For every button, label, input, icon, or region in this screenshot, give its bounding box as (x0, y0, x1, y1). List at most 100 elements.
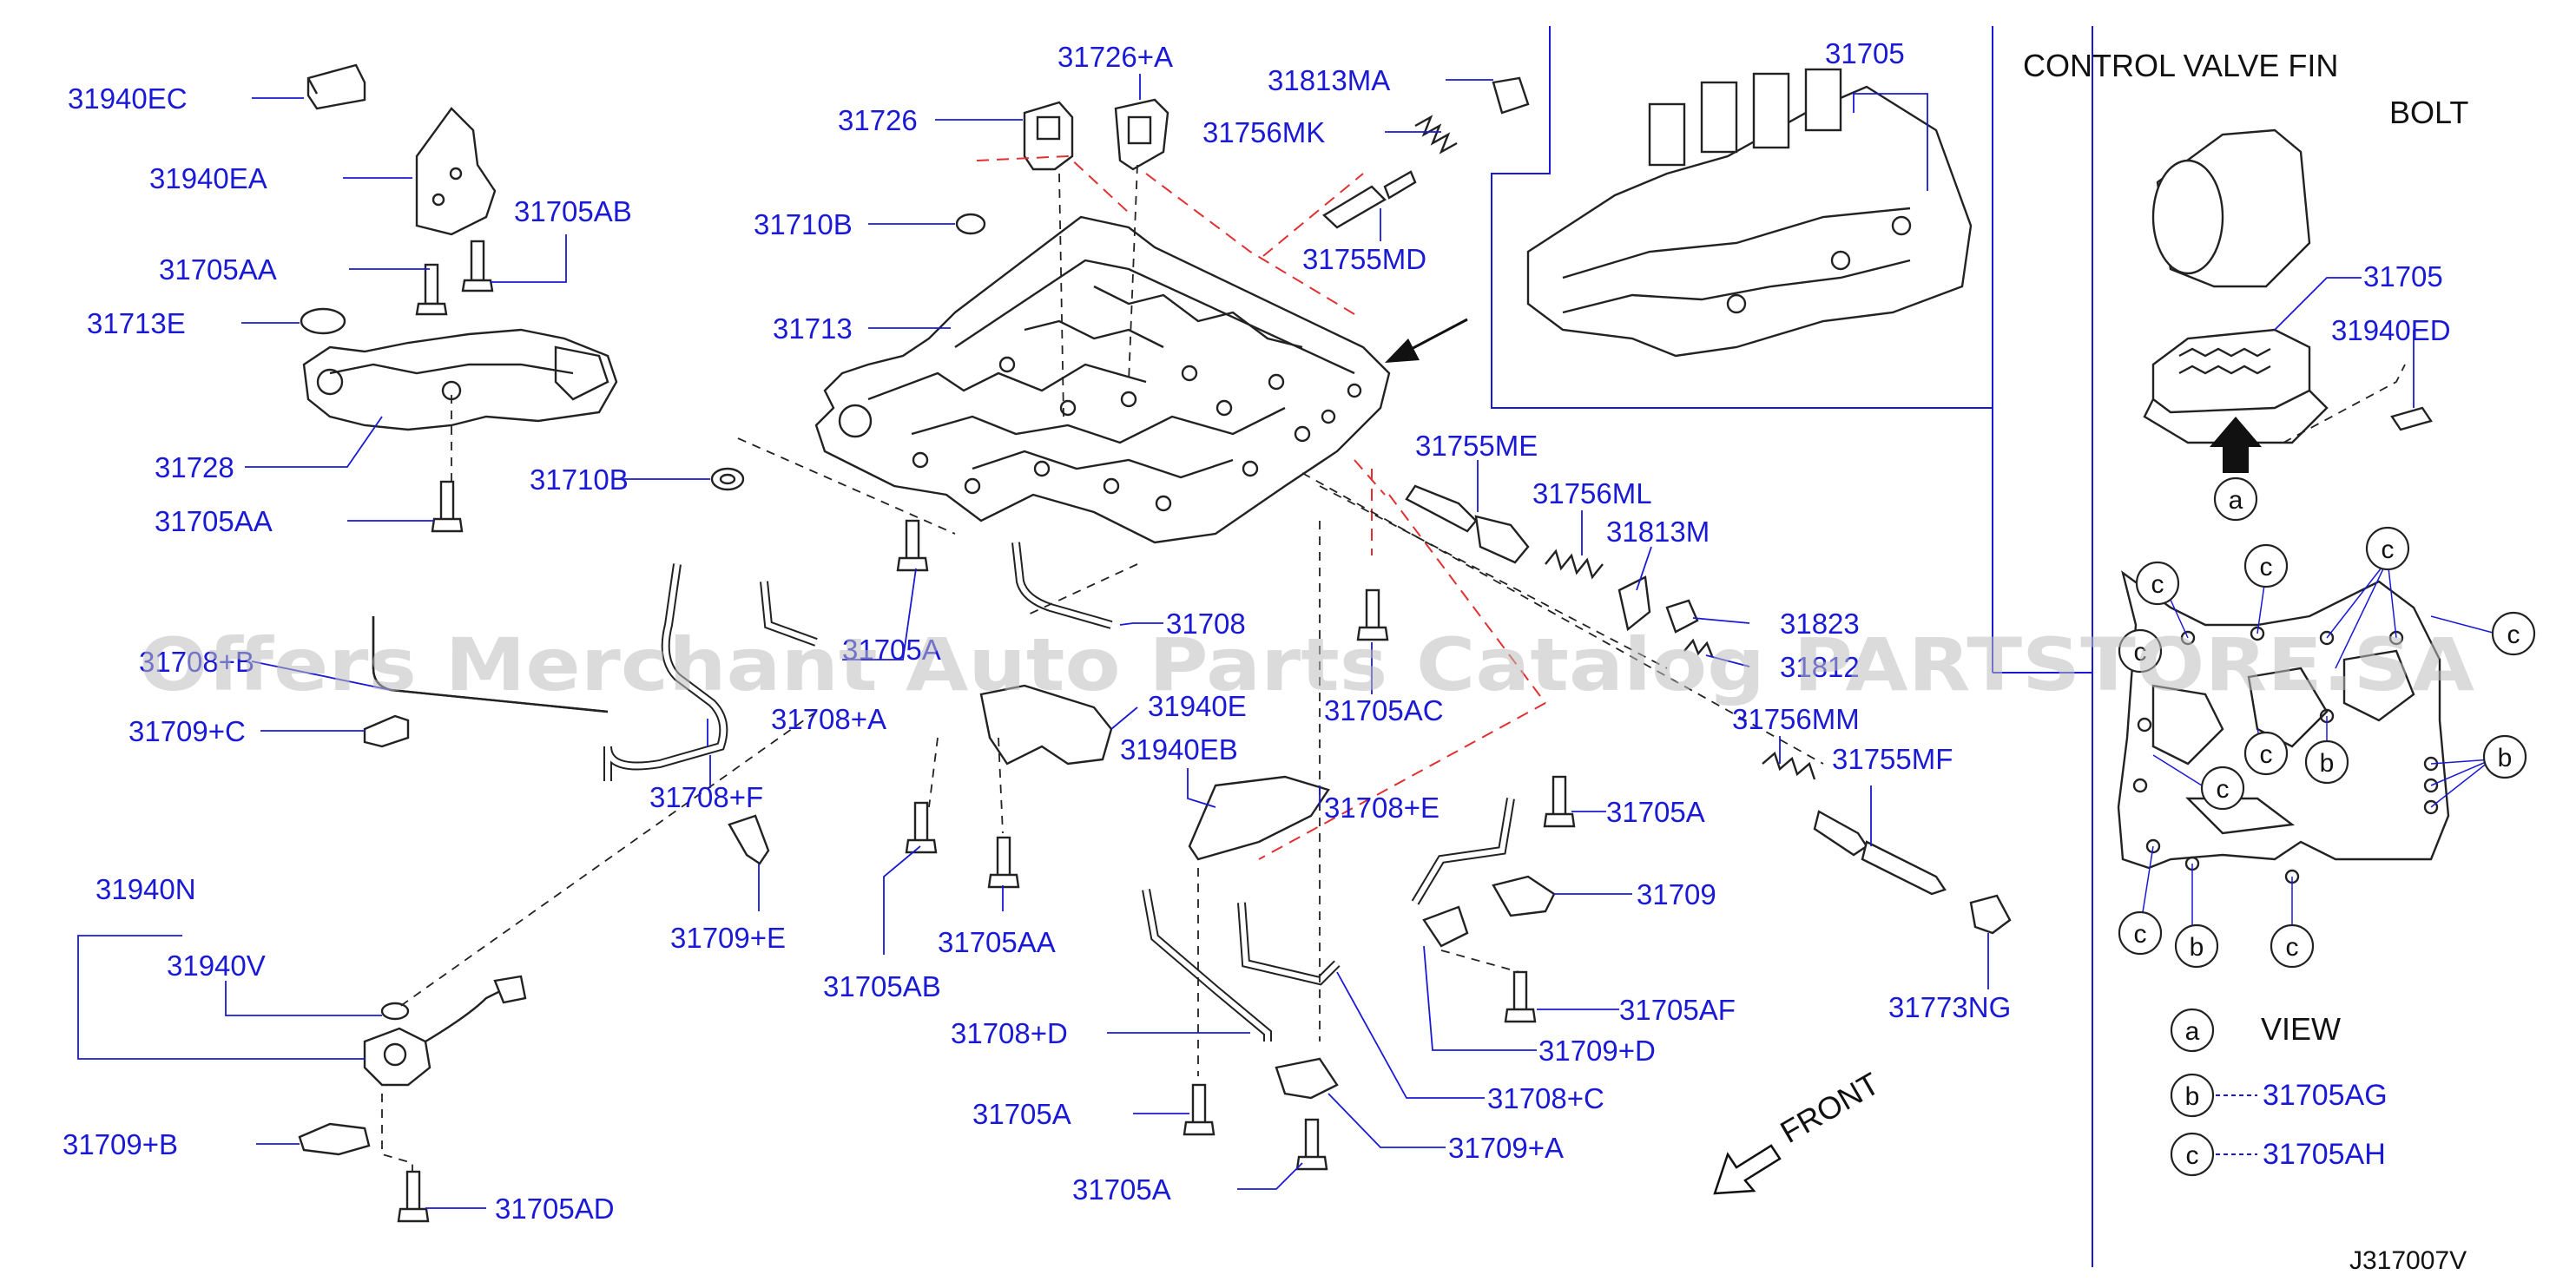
svg-text:c: c (2260, 740, 2273, 769)
brackets-and-bolts (298, 519, 1576, 1223)
svg-text:c: c (2186, 1141, 2199, 1170)
solenoid-parts (1023, 76, 1530, 229)
callout-31705ab-center: 31705AB (823, 970, 941, 1002)
svg-text:c: c (2507, 621, 2520, 649)
svg-text:c: c (2382, 536, 2395, 564)
svg-text:b: b (2320, 749, 2335, 778)
callout-31813ma: 31813MA (1268, 64, 1390, 96)
pointer-arrow (1385, 318, 1468, 363)
view-marker-a: a (2213, 476, 2258, 522)
marker-c-1: c (2135, 561, 2180, 606)
marker-b-2: b (2482, 734, 2527, 779)
callout-31709c: 31709+C (128, 715, 246, 747)
callout-31823: 31823 (1780, 608, 1860, 640)
callout-31709a: 31709+A (1448, 1132, 1564, 1164)
marker-c-9: c (2270, 923, 2315, 969)
callout-31708e: 31708+E (1324, 792, 1440, 824)
marker-c-7: c (2243, 731, 2289, 776)
callout-31755md: 31755MD (1302, 243, 1426, 275)
marker-c-4: c (2491, 611, 2536, 656)
callout-31756mk: 31756MK (1202, 116, 1325, 148)
callout-31705ab: 31705AB (514, 195, 632, 227)
callout-31940eb: 31940EB (1120, 733, 1238, 766)
callout-31728: 31728 (155, 451, 234, 483)
callout-31705aa-center: 31705AA (938, 926, 1056, 958)
callout-31710b-lower: 31710B (530, 463, 629, 496)
marker-c-3: c (2365, 526, 2410, 571)
svg-text:b: b (2185, 1082, 2200, 1111)
left-parts (300, 63, 986, 533)
callout-leaders (77, 74, 2415, 1209)
svg-text:c: c (2134, 920, 2147, 949)
assembly-guides (381, 164, 1824, 1172)
fin-bolt-view (2117, 128, 2450, 884)
svg-text:c: c (2134, 638, 2147, 667)
svg-text:c: c (2286, 933, 2299, 962)
svg-text:c: c (2217, 775, 2230, 804)
callout-31705ad: 31705AD (495, 1193, 615, 1225)
callout-31710b-upper: 31710B (754, 208, 853, 240)
callout-31705-inset: 31705 (1825, 37, 1905, 69)
callout-31705a-upper: 31705A (842, 634, 941, 666)
legend-b-part: 31705AG (2263, 1079, 2388, 1112)
callout-31705a-bottom: 31705A (1072, 1173, 1171, 1206)
diagram-code: J317007V (2349, 1246, 2467, 1275)
svg-text:c: c (2151, 570, 2164, 599)
callout-31940v: 31940V (167, 950, 266, 982)
oil-tubes (372, 542, 1515, 1042)
marker-c-5: c (2118, 628, 2163, 674)
svg-text:a: a (2229, 486, 2243, 515)
callout-31755mf: 31755MF (1832, 743, 1953, 775)
callout-31755me: 31755ME (1415, 430, 1538, 462)
marker-c-8: c (2118, 910, 2163, 956)
inset-control-valve-assembly (1526, 68, 1973, 358)
legend-c-part: 31705AH (2263, 1138, 2386, 1171)
callout-31756ml: 31756ML (1532, 477, 1652, 509)
callout-31705-view: 31705 (2363, 260, 2443, 292)
callout-31708a: 31708+A (771, 703, 886, 735)
svg-text:b: b (2498, 744, 2513, 772)
marker-c-6: c (2200, 766, 2245, 811)
callout-31705a-lower: 31705A (972, 1098, 1071, 1130)
callout-31813m: 31813M (1606, 516, 1710, 548)
callout-31773ng: 31773NG (1888, 991, 2011, 1023)
callout-31940n: 31940N (96, 873, 196, 905)
inset-frames (1491, 26, 2093, 1267)
callout-31726a: 31726+A (1057, 41, 1173, 73)
callout-31708d: 31708+D (951, 1017, 1068, 1049)
callout-31705ac: 31705AC (1324, 694, 1444, 726)
legend-view-text: VIEW (2261, 1011, 2341, 1047)
callout-31940e: 31940E (1148, 690, 1247, 722)
svg-text:a: a (2185, 1017, 2200, 1046)
svg-text:c: c (2260, 553, 2273, 582)
callout-31940ea: 31940EA (149, 162, 267, 194)
callout-31708f: 31708+F (649, 781, 763, 813)
callout-31709d: 31709+D (1538, 1035, 1656, 1067)
callout-31708: 31708 (1166, 608, 1246, 640)
callout-31705af: 31705AF (1619, 994, 1736, 1026)
control-valve-body (814, 215, 1391, 544)
callout-31756mm: 31756MM (1732, 703, 1860, 735)
callout-31812: 31812 (1780, 651, 1860, 683)
marker-b-1: b (2304, 739, 2349, 785)
callout-31709b: 31709+B (63, 1128, 178, 1160)
callout-31705aa: 31705AA (159, 253, 277, 286)
marker-b-3: b (2174, 923, 2219, 969)
callout-31708b: 31708+B (139, 646, 254, 678)
callout-31713: 31713 (773, 312, 853, 345)
callout-31709e: 31709+E (670, 922, 786, 954)
callout-31940ed: 31940ED (2331, 314, 2451, 346)
callout-31705aa-lower: 31705AA (155, 505, 273, 537)
svg-text:b: b (2190, 933, 2204, 962)
watermark-text: Offers Merchant Auto Parts Catalog PARTS… (139, 622, 2474, 707)
callout-31726: 31726 (838, 104, 918, 136)
callout-labels: 31940EC 31940EA 31705AB 31705AA 31713E 3… (63, 37, 2451, 1225)
callout-31940ec: 31940EC (68, 82, 188, 115)
panel-title-line1: CONTROL VALVE FIN (2023, 48, 2338, 83)
right-parts (1405, 484, 2012, 935)
marker-c-2: c (2243, 543, 2289, 588)
callout-31705a-right: 31705A (1606, 796, 1705, 828)
panel-title-line2: BOLT (2389, 95, 2468, 130)
